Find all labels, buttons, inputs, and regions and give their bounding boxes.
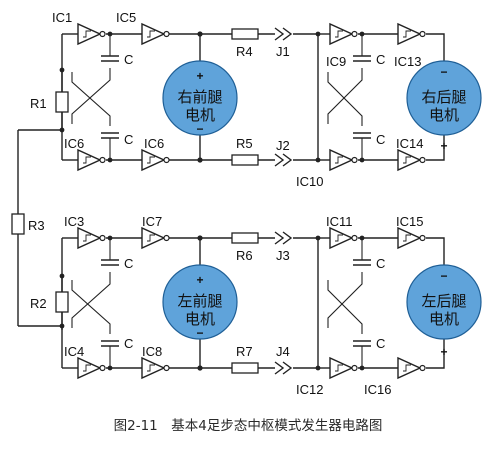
component-labels: IC1 IC5 IC9 IC13 IC6 IC6 IC10 IC14 IC3 I… [28, 10, 423, 397]
motor-right-front: + 右前腿 电机 − [162, 60, 238, 136]
label-ic16: IC16 [364, 382, 391, 397]
resistor-r4 [231, 28, 259, 40]
label-r6: R6 [236, 248, 253, 263]
inverter-ic4 [77, 356, 106, 380]
jack-j1-icon [274, 27, 293, 41]
label-ic9: IC9 [326, 54, 346, 69]
inverter-ic14 [397, 148, 426, 172]
label-j1: J1 [276, 44, 290, 59]
motor-left-back: − 左后腿 电机 + [406, 264, 482, 359]
capacitor [353, 259, 371, 266]
label-ic6-left: IC6 [64, 136, 84, 151]
motor-right-back: − 右后腿 电机 + [406, 60, 482, 153]
label-ic1: IC1 [52, 10, 72, 25]
label-ic14: IC14 [396, 136, 423, 151]
label-r3: R3 [28, 218, 45, 233]
label-ic3: IC3 [64, 214, 84, 229]
resistor-r5 [231, 154, 259, 166]
jacks [274, 27, 293, 375]
label-ic6-right: IC6 [144, 136, 164, 151]
capacitor [101, 132, 119, 139]
label-ic10: IC10 [296, 174, 323, 189]
capacitor [353, 132, 371, 139]
label-ic15: IC15 [396, 214, 423, 229]
motor-lf-line2: 电机 [185, 310, 215, 328]
motor-rf-line2: 电机 [185, 106, 215, 124]
resistors [11, 28, 259, 374]
inverter-ic5 [141, 22, 170, 46]
motor-rb-minus: − [440, 65, 447, 79]
jack-j4-icon [274, 361, 293, 375]
label-cap: C [376, 336, 385, 351]
label-cap: C [124, 132, 133, 147]
inverter-ic3 [77, 226, 106, 250]
label-ic13: IC13 [394, 54, 421, 69]
motor-rb-line1: 右后腿 [421, 88, 466, 106]
label-j4: J4 [276, 344, 290, 359]
label-r5: R5 [236, 136, 253, 151]
label-cap: C [124, 52, 133, 67]
motor-lb-line1: 左后腿 [421, 292, 466, 310]
label-r4: R4 [236, 44, 253, 59]
inverter-ic6-left [77, 148, 106, 172]
motor-rb-line2: 电机 [429, 106, 459, 124]
wiring [17, 31, 445, 371]
resistor-r3 [11, 213, 25, 235]
label-ic8: IC8 [142, 344, 162, 359]
resistor-r7 [231, 362, 259, 374]
inverter-ic13 [397, 22, 426, 46]
inverter-ic10 [329, 148, 358, 172]
label-ic7: IC7 [142, 214, 162, 229]
motor-left-front: + 左前腿 电机 − [162, 264, 238, 340]
label-r2: R2 [30, 296, 47, 311]
inverter-ic7 [141, 226, 170, 250]
motor-rf-minus: − [196, 122, 203, 136]
capacitor [353, 340, 371, 347]
label-r7: R7 [236, 344, 253, 359]
label-cap: C [124, 336, 133, 351]
label-cap: C [376, 132, 385, 147]
inverter-ic8 [141, 356, 170, 380]
motor-rf-line1: 右前腿 [177, 88, 222, 106]
inverter-ic11 [329, 226, 358, 250]
resistor-r1 [55, 91, 69, 113]
buffers [77, 22, 426, 380]
motor-lb-plus: + [440, 345, 447, 359]
inverter-ic1 [77, 22, 106, 46]
motor-lf-line1: 左前腿 [177, 292, 222, 310]
inverter-ic12 [329, 356, 358, 380]
inverter-ic16 [397, 356, 426, 380]
motor-lb-line2: 电机 [429, 310, 459, 328]
capacitor [101, 340, 119, 347]
motor-rf-plus: + [196, 69, 203, 83]
resistor-r2 [55, 291, 69, 313]
capacitor [101, 259, 119, 266]
label-ic11: IC11 [326, 214, 353, 229]
label-ic4: IC4 [64, 344, 84, 359]
label-ic5: IC5 [116, 10, 136, 25]
inverter-ic6-right [141, 148, 170, 172]
motor-lb-minus: − [440, 269, 447, 283]
label-r1: R1 [30, 96, 47, 111]
capacitor [101, 55, 119, 62]
resistor-r6 [231, 232, 259, 244]
inverter-ic15 [397, 226, 426, 250]
label-cap: C [124, 256, 133, 271]
motor-lf-plus: + [196, 273, 203, 287]
motor-rb-plus: + [440, 139, 447, 153]
capacitor [353, 55, 371, 62]
jack-j3-icon [274, 231, 293, 245]
capacitors [101, 55, 371, 347]
label-ic12: IC12 [296, 382, 323, 397]
inverter-ic9 [329, 22, 358, 46]
motor-lf-minus: − [196, 326, 203, 340]
label-cap: C [376, 52, 385, 67]
label-cap: C [376, 256, 385, 271]
jack-j2-icon [274, 153, 293, 167]
label-j3: J3 [276, 248, 290, 263]
figure-caption: 图2-11 基本4足步态中枢模式发生器电路图 [114, 417, 383, 434]
label-j2: J2 [276, 138, 290, 153]
